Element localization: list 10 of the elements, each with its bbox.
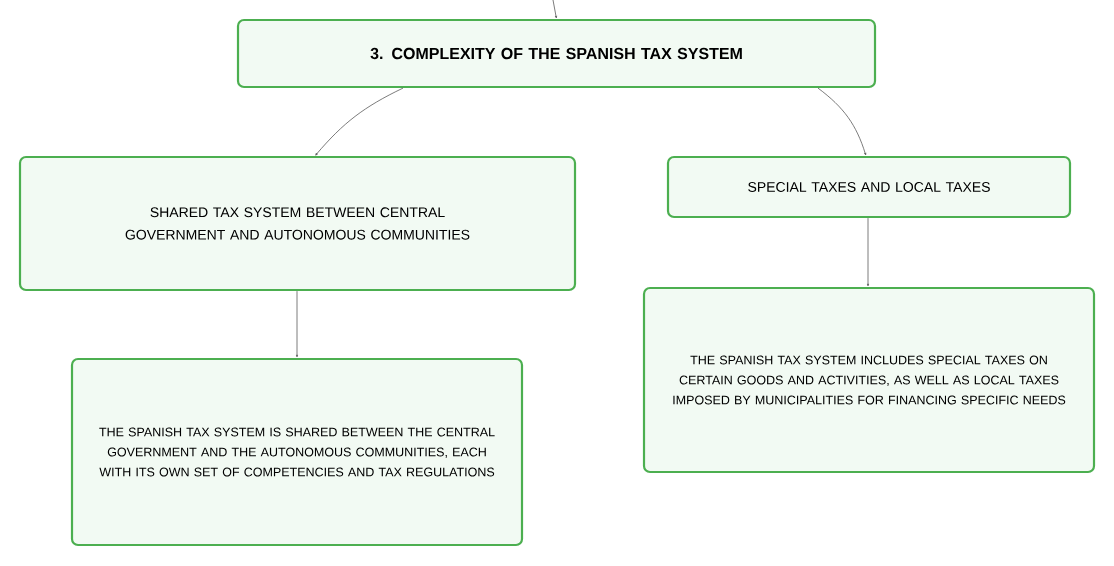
- topic-box: THE SPANISH TAX SYSTEM IS SHARED BETWEEN THE CENTRAL GOVERNMENT AND THE AUTONOMOUS COMMUNITIES, EACH WITH ITS OWN SET OF COMPETENCIES AND TAX REGULATIONS: [70, 357, 524, 547]
- topic-box: SPECIAL TAXES AND LOCAL TAXES: [666, 155, 1072, 219]
- topic-box: SHARED TAX SYSTEM BETWEEN CENTRAL GOVERNMENT AND AUTONOMOUS COMMUNITIES: [18, 155, 577, 292]
- arrow: [295, 290, 299, 358]
- topic-box: THE SPANISH TAX SYSTEM INCLUDES SPECIAL TAXES ON CERTAIN GOODS AND ACTIVITIES, AS WELL AS LOCAL TAXES IMPOSED BY MUNICIPALITIES FOR FINANCING SPECIFIC NEEDS: [642, 286, 1096, 474]
- arrow: [315, 87, 404, 156]
- arrow: [552, 0, 558, 19]
- title-box: 3. COMPLEXITY OF THE SPANISH TAX SYSTEM: [236, 18, 877, 89]
- arrow: [866, 217, 870, 287]
- arrow: [817, 87, 867, 156]
